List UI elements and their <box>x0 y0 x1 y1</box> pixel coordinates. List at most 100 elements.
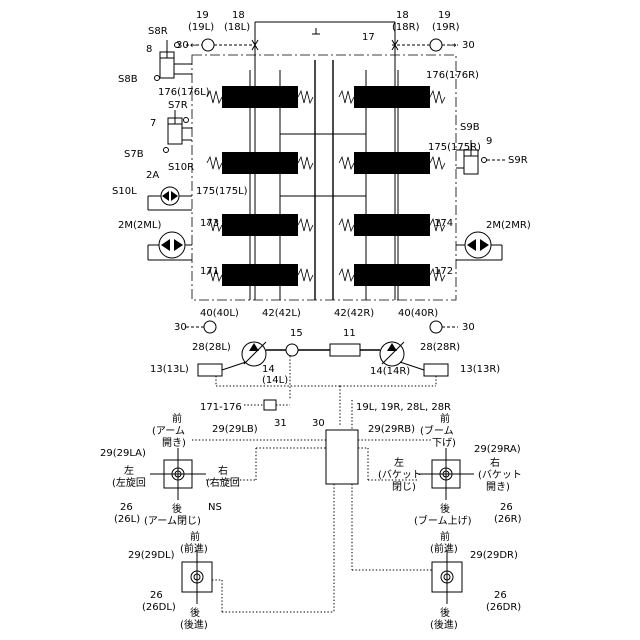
label-42l: 42(42L) <box>262 308 301 319</box>
label-ra-left: 左 <box>394 456 404 469</box>
label-171: 171 <box>200 266 219 277</box>
valve-174-icon <box>354 214 430 236</box>
label-18-tl: 18 <box>232 10 245 21</box>
spring-icon <box>339 269 354 281</box>
hydraulic-motor-icon <box>456 232 502 260</box>
label-29la: 29(29LA) <box>100 448 146 459</box>
operation-lever-icon <box>432 550 462 604</box>
label-19-tl: 19 <box>196 10 209 21</box>
label-26-l: 26 <box>120 502 133 513</box>
regulator-13l-box <box>198 364 222 376</box>
label-8: 8 <box>146 44 152 55</box>
label-ra-bucket-open-2: 開き) <box>486 481 510 493</box>
label-13r: 13(13R) <box>460 364 500 375</box>
label-dl-forward: (前進) <box>180 542 208 555</box>
pilot-pump-icon <box>286 344 298 356</box>
spring-icon <box>207 157 222 169</box>
label-30-ctrl: 30 <box>312 418 325 429</box>
arrow-right: → <box>449 41 457 51</box>
valve-175l-icon <box>222 152 298 174</box>
label-dl-front: 前 <box>190 530 200 543</box>
label-ra-boom-down-1: (ブーム <box>420 424 454 437</box>
controller-30 <box>326 430 358 484</box>
hydraulic-motor-icon <box>148 232 192 260</box>
label-17: 17 <box>362 32 375 43</box>
label-dr-forward: (前進) <box>430 542 458 555</box>
label-29dr: 29(29DR) <box>470 550 518 561</box>
label-s9b: S9B <box>460 122 480 133</box>
label-14l: (14L) <box>262 375 288 386</box>
hydraulic-cylinder-icon <box>164 110 193 153</box>
label-175r: 175(175R) <box>428 142 481 153</box>
label-la-right-turn: (右旋回 <box>206 476 240 489</box>
operation-lever-icon <box>182 550 212 604</box>
spring-icon <box>430 157 445 169</box>
label-26-r: 26 <box>500 502 513 513</box>
label-ra-bucket-close-1: (バケット <box>378 469 422 481</box>
label-18-tr: 18 <box>396 10 409 21</box>
label-31: 31 <box>274 418 287 429</box>
label-28r: 28(28R) <box>420 342 460 353</box>
label-30-mr: 30 <box>462 322 475 333</box>
label-176l: 176(176L) <box>158 87 210 98</box>
label-174: 174 <box>434 218 453 229</box>
engine-box <box>330 344 360 356</box>
label-la-front: 前 <box>172 412 182 425</box>
operation-lever-icon <box>418 448 474 500</box>
label-la-arm-close: (アーム閉じ) <box>144 515 201 527</box>
arrow-left: ← <box>190 41 198 51</box>
label-ra-front: 前 <box>440 412 450 425</box>
hydraulic-motor-icon <box>148 187 192 210</box>
label-172: 172 <box>434 266 453 277</box>
label-29rb: 29(29RB) <box>368 424 415 435</box>
spring-icon <box>339 219 354 231</box>
label-26r: (26R) <box>494 514 522 525</box>
label-30-tr: 30 <box>462 40 475 51</box>
label-s8r: S8R <box>148 26 168 37</box>
label-ra-bucket-close-2: 閉じ) <box>392 481 416 493</box>
label-2a: 2A <box>146 170 159 181</box>
label-ra-right: 右 <box>490 456 500 469</box>
label-26l: (26L) <box>114 514 140 525</box>
label-s10l: S10L <box>112 186 137 197</box>
label-s9r: S9R <box>508 155 528 166</box>
label-ra-back: 後 <box>440 502 450 515</box>
label-18l: (18L) <box>224 22 250 33</box>
label-14r: 14(14R) <box>370 366 410 377</box>
regulator-13r-box <box>424 364 448 376</box>
label-dr-back: 後 <box>440 606 450 619</box>
pressure-sensor-icon <box>430 321 442 333</box>
label-signal-list: 19L, 19R, 28L, 28R <box>356 402 451 413</box>
label-la-arm-open-2: 開き) <box>162 437 186 449</box>
label-dl-back: 後 <box>190 606 200 619</box>
label-40l: 40(40L) <box>200 308 239 319</box>
label-ra-bucket-open-1: (バケット <box>478 469 522 481</box>
label-la-left: 左 <box>124 464 134 477</box>
label-26dr: (26DR) <box>486 602 521 613</box>
valve-175r-icon <box>354 152 430 174</box>
label-26dl: (26DL) <box>142 602 176 613</box>
label-176r: 176(176R) <box>426 70 479 81</box>
label-26-dl: 26 <box>150 590 163 601</box>
spring-icon <box>339 91 354 103</box>
label-19-tr: 19 <box>438 10 451 21</box>
label-30-ml: 30 <box>174 322 187 333</box>
label-ra-boom-up: (ブーム上げ) <box>414 514 472 527</box>
spring-icon <box>298 157 313 169</box>
label-dr-front: 前 <box>440 530 450 543</box>
label-15: 15 <box>290 328 303 339</box>
label-7: 7 <box>150 118 156 129</box>
label-19l: (19L) <box>188 22 214 33</box>
valve-176r-icon <box>354 86 430 108</box>
label-2mr: 2M(2MR) <box>486 220 531 231</box>
label-dl-backward: (後進) <box>180 618 208 631</box>
label-s7b: S7B <box>124 149 144 160</box>
label-la-right: 右 <box>218 464 228 477</box>
label-29lb: 29(29LB) <box>212 424 258 435</box>
label-la-back: 後 <box>172 502 182 515</box>
pressure-sensor-icon <box>202 39 214 51</box>
pressure-sensor-icon <box>204 321 216 333</box>
spring-icon <box>339 157 354 169</box>
label-9: 9 <box>486 136 492 147</box>
